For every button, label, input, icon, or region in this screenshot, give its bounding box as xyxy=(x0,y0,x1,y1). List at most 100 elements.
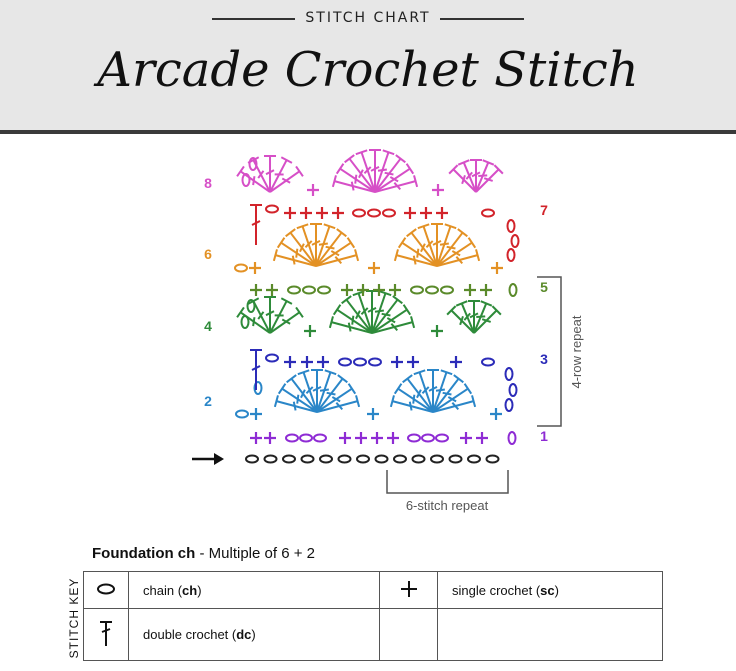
chain-stitch xyxy=(356,454,370,464)
dc-slash xyxy=(412,255,417,265)
double-crochet xyxy=(418,371,434,413)
single-crochet xyxy=(373,284,385,296)
dc-slash xyxy=(296,394,300,404)
dc-top-bar xyxy=(331,175,337,188)
dc-top-bar xyxy=(337,374,348,384)
double-crochet xyxy=(432,387,469,413)
kicker-rule-right xyxy=(440,18,524,20)
dc-slash xyxy=(281,318,291,325)
row-number-6: 6 xyxy=(204,246,212,262)
dc-slash xyxy=(439,242,449,246)
foundation-label: Foundation ch xyxy=(92,545,196,562)
dc-slash xyxy=(265,169,275,176)
double-crochet xyxy=(315,232,343,267)
header-banner: STITCH CHART Arcade Crochet Stitch xyxy=(0,0,736,134)
single-crochet xyxy=(476,432,488,444)
chain-stitch xyxy=(507,431,517,445)
double-crochet xyxy=(316,378,344,413)
single-crochet xyxy=(404,207,416,219)
double-crochet xyxy=(360,151,376,193)
dc-slash xyxy=(367,307,377,313)
single-crochet xyxy=(307,184,319,196)
dc-slash xyxy=(481,318,492,323)
double-crochet xyxy=(410,232,438,267)
double-crochet xyxy=(406,378,434,413)
chain-stitch xyxy=(265,204,279,214)
dc-slash xyxy=(355,310,361,320)
empty-symbol-cell xyxy=(379,608,438,661)
single-crochet xyxy=(264,432,276,444)
double-crochet xyxy=(334,180,376,193)
dc-top-bar xyxy=(402,304,412,316)
dc-top-bar xyxy=(463,383,473,395)
dc-top-bar xyxy=(277,383,287,395)
double-crochet xyxy=(436,241,473,267)
single-crochet xyxy=(368,262,380,274)
dc-top-bar xyxy=(417,223,430,230)
chain-stitch xyxy=(425,285,439,295)
dc-top-bar xyxy=(475,249,481,262)
oval-icon xyxy=(97,583,115,595)
double-crochet xyxy=(289,232,317,267)
chain-stitch xyxy=(440,285,454,295)
dc-slash xyxy=(451,402,460,411)
dc-slash xyxy=(478,174,488,178)
dc-top-bar xyxy=(295,306,304,318)
chain-stitch xyxy=(430,454,444,464)
single-crochet xyxy=(301,356,313,368)
double-crochet xyxy=(269,170,301,193)
double-crochet xyxy=(436,225,452,267)
dc-slash xyxy=(354,174,358,184)
double-crochet xyxy=(302,371,318,413)
single-crochet xyxy=(367,408,379,420)
chain-stitch xyxy=(253,381,263,395)
double-crochet xyxy=(374,180,416,193)
single-crochet xyxy=(304,325,316,337)
chain-stitch xyxy=(411,454,426,464)
dc-top-bar xyxy=(347,383,357,395)
dc-top-bar xyxy=(247,156,260,164)
row-repeat-bracket: 4-row repeat xyxy=(537,276,584,427)
dc-top-bar xyxy=(471,395,477,408)
dc-top-bar xyxy=(397,237,407,249)
dc-top-bar xyxy=(344,154,355,164)
chain-stitch xyxy=(508,383,518,397)
double-crochet xyxy=(290,378,318,413)
single-crochet xyxy=(250,408,262,420)
double-crochet xyxy=(392,400,434,413)
dc-slash xyxy=(251,220,261,226)
dc-slash xyxy=(325,245,335,250)
dc-top-bar xyxy=(323,223,336,230)
stitch-repeat-label: 6-stitch repeat xyxy=(406,498,489,513)
dc-top-bar xyxy=(341,295,352,305)
dc-top-bar xyxy=(406,228,417,238)
single-crochet xyxy=(464,284,476,296)
single-crochet xyxy=(339,432,351,444)
row-number-7: 7 xyxy=(540,202,548,218)
double-crochet xyxy=(436,232,464,267)
dc-top-bar xyxy=(467,237,477,249)
double-crochet xyxy=(315,254,357,267)
double-crochet xyxy=(371,321,413,334)
dc-top-bar xyxy=(280,297,293,305)
start-arrow xyxy=(192,453,224,465)
single-crochet xyxy=(490,408,502,420)
chain-stitch xyxy=(448,454,463,464)
dc-top-bar xyxy=(286,374,297,384)
double-crochet xyxy=(462,162,477,193)
dc-slash xyxy=(408,401,413,411)
chain-stitch xyxy=(382,208,396,218)
single-crochet xyxy=(450,356,462,368)
chain-stitch xyxy=(481,357,495,367)
single-crochet xyxy=(460,432,472,444)
dc-top-bar xyxy=(336,228,347,238)
row-number-2: 2 xyxy=(204,393,212,409)
dc-slash xyxy=(281,177,291,184)
double-crochet xyxy=(339,167,376,193)
dc-slash xyxy=(319,388,329,392)
double-crochet xyxy=(374,151,390,193)
chain-stitch xyxy=(235,409,249,419)
double-crochet xyxy=(280,241,317,267)
dc-slash xyxy=(451,250,461,257)
foundation-note: Foundation ch - Multiple of 6 + 2 xyxy=(92,545,315,562)
